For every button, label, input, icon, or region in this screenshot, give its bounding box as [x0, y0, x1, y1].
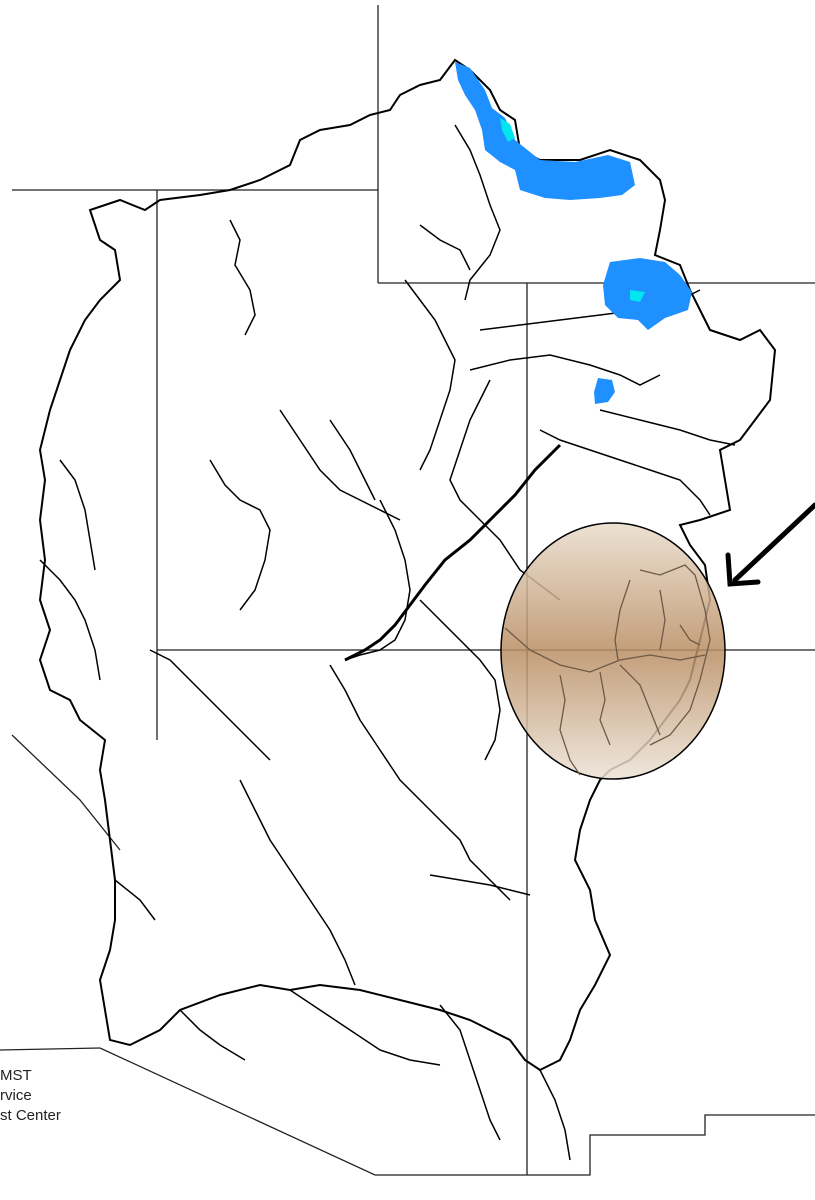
credit-line-1: MST	[0, 1067, 32, 1084]
credit-text: MST rvice st Center	[0, 1066, 61, 1126]
pointer-arrow-icon	[725, 502, 815, 587]
basin-outline	[38, 58, 777, 1072]
credit-line-3: st Center	[0, 1107, 61, 1124]
credit-line-2: rvice	[0, 1087, 32, 1104]
highlight-circle	[500, 522, 726, 780]
snow-area-central	[594, 258, 692, 404]
snow-area-north	[455, 62, 635, 200]
main-river	[344, 443, 562, 662]
highlighted-rivers	[504, 564, 711, 776]
